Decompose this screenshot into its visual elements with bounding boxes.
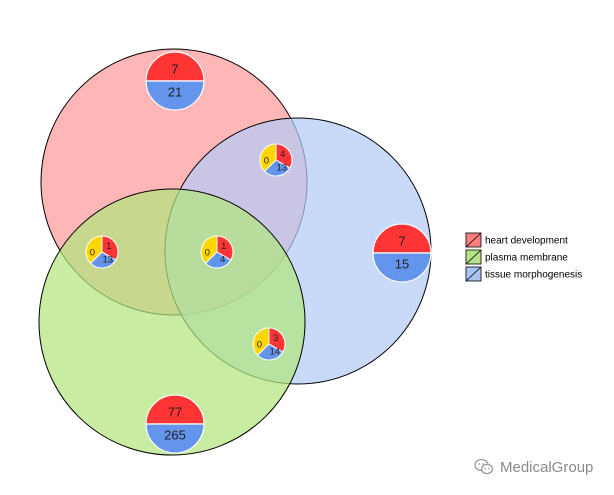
pie-label-mixed: 0 bbox=[257, 340, 262, 351]
pie-slice-down bbox=[372, 252, 432, 283]
legend-label: heart development bbox=[485, 236, 568, 247]
pie-heart-only: 7 21 bbox=[145, 51, 205, 111]
legend: heart development plasma membrane tissue m… bbox=[465, 232, 582, 282]
pie-slice-up bbox=[145, 394, 205, 425]
legend-item: heart development bbox=[465, 232, 568, 248]
pie-slice-down bbox=[145, 80, 205, 111]
pie-slice-mixed bbox=[85, 235, 103, 265]
pie-label-mixed: 0 bbox=[90, 248, 95, 259]
pie-heart-membrane: 01 13 bbox=[85, 235, 119, 269]
pie-label-up: 4 bbox=[280, 149, 285, 160]
pie-slice-down bbox=[145, 423, 205, 454]
pie-slice-down bbox=[263, 159, 291, 177]
pie-label-mixed: 0 bbox=[264, 156, 269, 167]
pie-label-up: 7 bbox=[398, 233, 405, 248]
legend-item: tissue morphogenesis bbox=[465, 266, 582, 282]
pie-slice-up bbox=[145, 51, 205, 82]
pie-slice-mixed bbox=[200, 235, 218, 265]
pie-all-three: 01 4 bbox=[200, 235, 234, 269]
pie-slice-up bbox=[372, 223, 432, 254]
pie-label-up: 3 bbox=[273, 333, 278, 344]
pie-label-down: 265 bbox=[164, 428, 186, 443]
legend-label: tissue morphogenesis bbox=[485, 270, 582, 281]
pie-label-down: 4 bbox=[220, 255, 225, 266]
pie-label-down: 13 bbox=[102, 255, 113, 266]
pie-tissue-membrane: 03 14 bbox=[252, 327, 286, 361]
pie-label-down: 15 bbox=[395, 257, 409, 272]
pie-label-down: 13 bbox=[276, 163, 287, 174]
pie-slice-mixed bbox=[259, 143, 277, 173]
legend-label: plasma membrane bbox=[485, 253, 568, 264]
legend-swatch-diagonal bbox=[465, 266, 482, 282]
pie-label-mixed: 0 bbox=[205, 248, 210, 259]
pie-slice-down bbox=[89, 251, 117, 269]
pie-membrane-only: 77 265 bbox=[145, 394, 205, 454]
pie-label-up: 1 bbox=[106, 241, 111, 252]
pie-label-down: 21 bbox=[168, 85, 182, 100]
legend-swatch-diagonal bbox=[465, 232, 482, 248]
pie-slice-down bbox=[204, 251, 232, 269]
pie-label-up: 77 bbox=[168, 404, 182, 419]
pie-label-up: 1 bbox=[221, 241, 226, 252]
pie-label-down: 14 bbox=[269, 347, 280, 358]
pie-slice-down bbox=[256, 343, 284, 361]
pie-tissue-only: 7 15 bbox=[372, 223, 432, 283]
pie-label-up: 7 bbox=[171, 61, 178, 76]
legend-item: plasma membrane bbox=[465, 249, 568, 265]
wechat-icon bbox=[474, 458, 494, 475]
pie-heart-tissue: 04 13 bbox=[259, 143, 293, 177]
pie-slice-mixed bbox=[252, 327, 270, 357]
watermark-text: MedicalGroup bbox=[500, 458, 594, 476]
watermark: MedicalGroup bbox=[474, 458, 593, 476]
legend-swatch-diagonal bbox=[465, 249, 482, 265]
